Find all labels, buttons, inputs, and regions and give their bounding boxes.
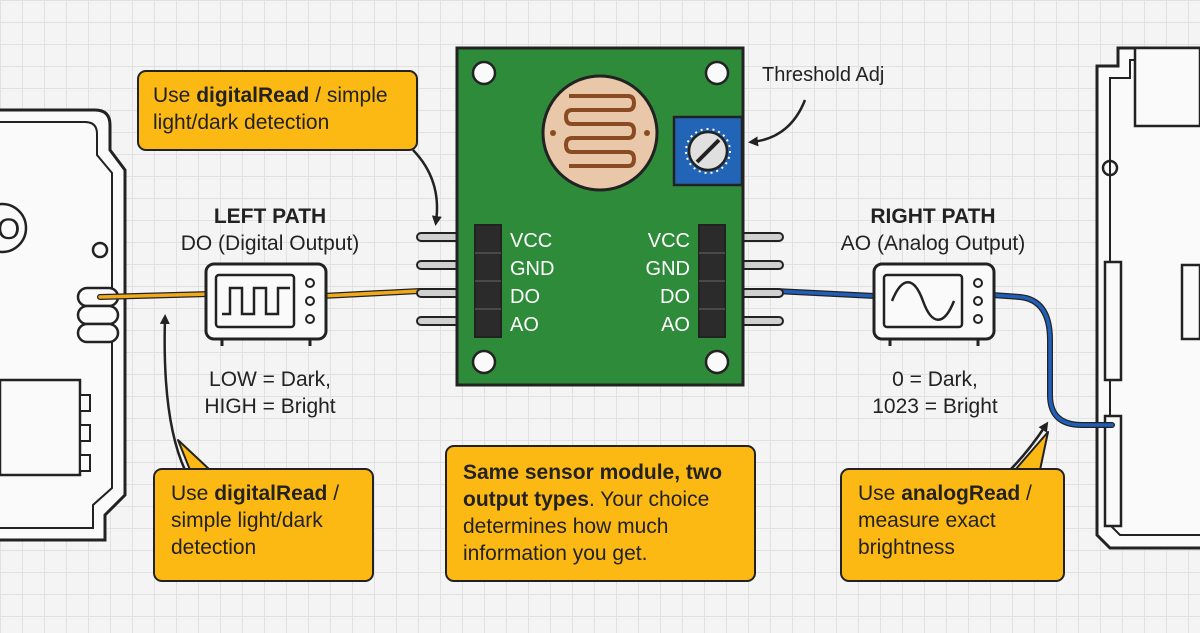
right-pin-label: VCC [648, 230, 690, 252]
left-arduino-board: O [0, 108, 127, 542]
right-path-label: RIGHT PATH AO (Analog Output) [808, 203, 1058, 257]
callout-function-name: digitalRead [214, 482, 328, 505]
arrow-bottom-left-callout [159, 314, 187, 471]
digital-scope-icon [204, 262, 328, 346]
sensor-module: VCC GND DO AO VCC GND DO AO [416, 46, 784, 387]
callout-tail [1014, 431, 1049, 471]
right-pin-label: DO [660, 286, 690, 308]
mount-hole [91, 241, 109, 259]
left-path-value-line: HIGH = Bright [204, 395, 336, 418]
arrow-top-left-callout [412, 149, 442, 226]
right-path-value-line: 1023 = Bright [872, 395, 998, 418]
right-path-title: RIGHT PATH [870, 205, 996, 228]
callout-bottom-right: Use analogRead / measure exact brightnes… [840, 468, 1065, 582]
arrow-threshold [748, 99, 807, 147]
callout-bottom-left: Use digitalRead / simple light/dark dete… [153, 468, 374, 582]
reset-button-outline [0, 202, 28, 254]
left-path-values: LOW = Dark, HIGH = Bright [150, 366, 390, 420]
pcb-hole [704, 349, 730, 375]
digital-wire-left [98, 292, 212, 299]
digital-wire-right [320, 289, 422, 298]
analog-wire-left [773, 289, 877, 298]
callout-function-name: analogRead [901, 482, 1021, 505]
right-path-values: 0 = Dark, 1023 = Bright [820, 366, 1050, 420]
arrow-bottom-right-callout [1009, 421, 1049, 471]
analog-wire-right [990, 293, 1114, 427]
left-pin-label: DO [510, 286, 540, 308]
usb-connector [1133, 46, 1200, 128]
potentiometer [672, 115, 744, 187]
right-pin-label: AO [661, 314, 690, 336]
right-arduino-board [1095, 46, 1200, 550]
callout-center: Same sensor module, two output types. Yo… [445, 445, 756, 582]
analog-header [1103, 260, 1123, 382]
pcb-hole [704, 60, 730, 86]
pcb-hole [471, 60, 497, 86]
mount-hole [1101, 159, 1119, 177]
callout-top-left: Use digitalRead / simple light/dark dete… [137, 70, 418, 151]
photoresistor [541, 74, 659, 192]
left-path-label: LEFT PATH DO (Digital Output) [150, 203, 390, 257]
atmega-chip [0, 378, 91, 477]
left-path-subtitle: DO (Digital Output) [180, 232, 360, 255]
threshold-adj-label: Threshold Adj [762, 64, 884, 86]
left-path-title: LEFT PATH [213, 205, 327, 228]
left-path-value-line: LOW = Dark, [209, 368, 331, 391]
board-partial-text: O [0, 213, 20, 246]
left-board-header [76, 286, 120, 344]
right-path-value-line: 0 = Dark, [892, 368, 978, 391]
left-pin-label: GND [510, 258, 554, 280]
callout-function-name: digitalRead [196, 84, 310, 107]
pcb-hole [471, 349, 497, 375]
analog-scope-icon [872, 262, 996, 346]
left-pin-label: AO [510, 314, 539, 336]
left-pin-label: VCC [510, 230, 552, 252]
power-header [1103, 414, 1123, 528]
right-pin-label: GND [646, 258, 690, 280]
right-path-subtitle: AO (Analog Output) [840, 232, 1026, 255]
